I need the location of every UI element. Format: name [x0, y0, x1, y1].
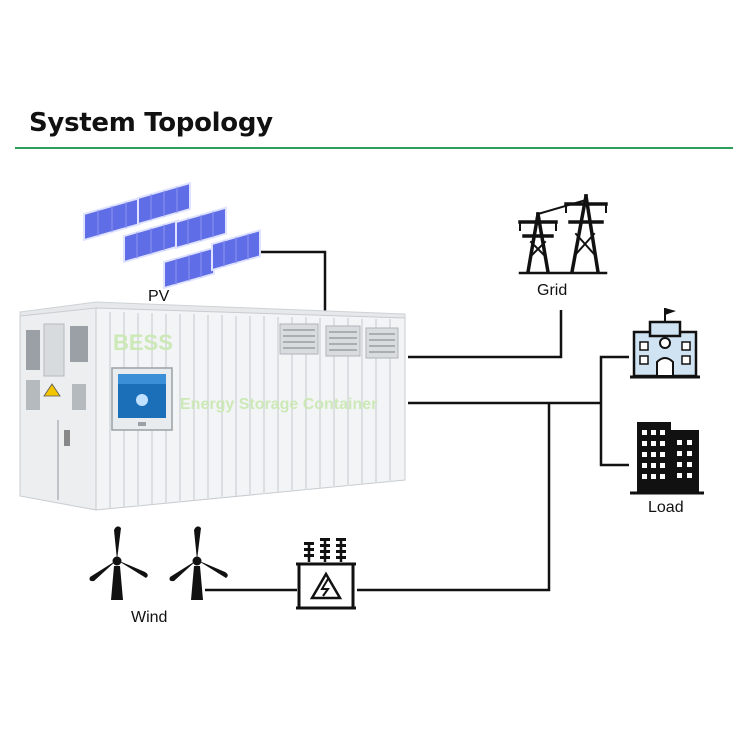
bess-caption-text: Energy Storage Container: [180, 396, 377, 413]
bess-container-icon: BESS Energy Storage Container: [19, 301, 406, 511]
pv-label: PV: [148, 288, 170, 305]
transformer-connection-line: [357, 403, 551, 592]
grid-tower-icon: [518, 193, 608, 275]
office-buildings-icon: [630, 422, 704, 495]
connection-lines: [205, 250, 629, 592]
wind-turbines-icon: [89, 526, 228, 600]
pv-connection-line: [240, 250, 327, 312]
grid-connection-line: [408, 310, 563, 359]
vent-grilles: [279, 323, 399, 359]
load-branch-line: [599, 355, 629, 467]
solar-panels-icon: [83, 181, 261, 290]
hmi-screen-icon: [111, 367, 173, 431]
transformer-icon: [296, 538, 356, 610]
page-title: System Topology: [29, 108, 273, 138]
title-divider: [15, 147, 733, 149]
school-building-icon: [630, 308, 700, 379]
load-label: Load: [648, 499, 684, 516]
bess-badge-text: BESS: [113, 330, 173, 355]
wind-label: Wind: [131, 609, 168, 626]
grid-label: Grid: [537, 282, 568, 299]
